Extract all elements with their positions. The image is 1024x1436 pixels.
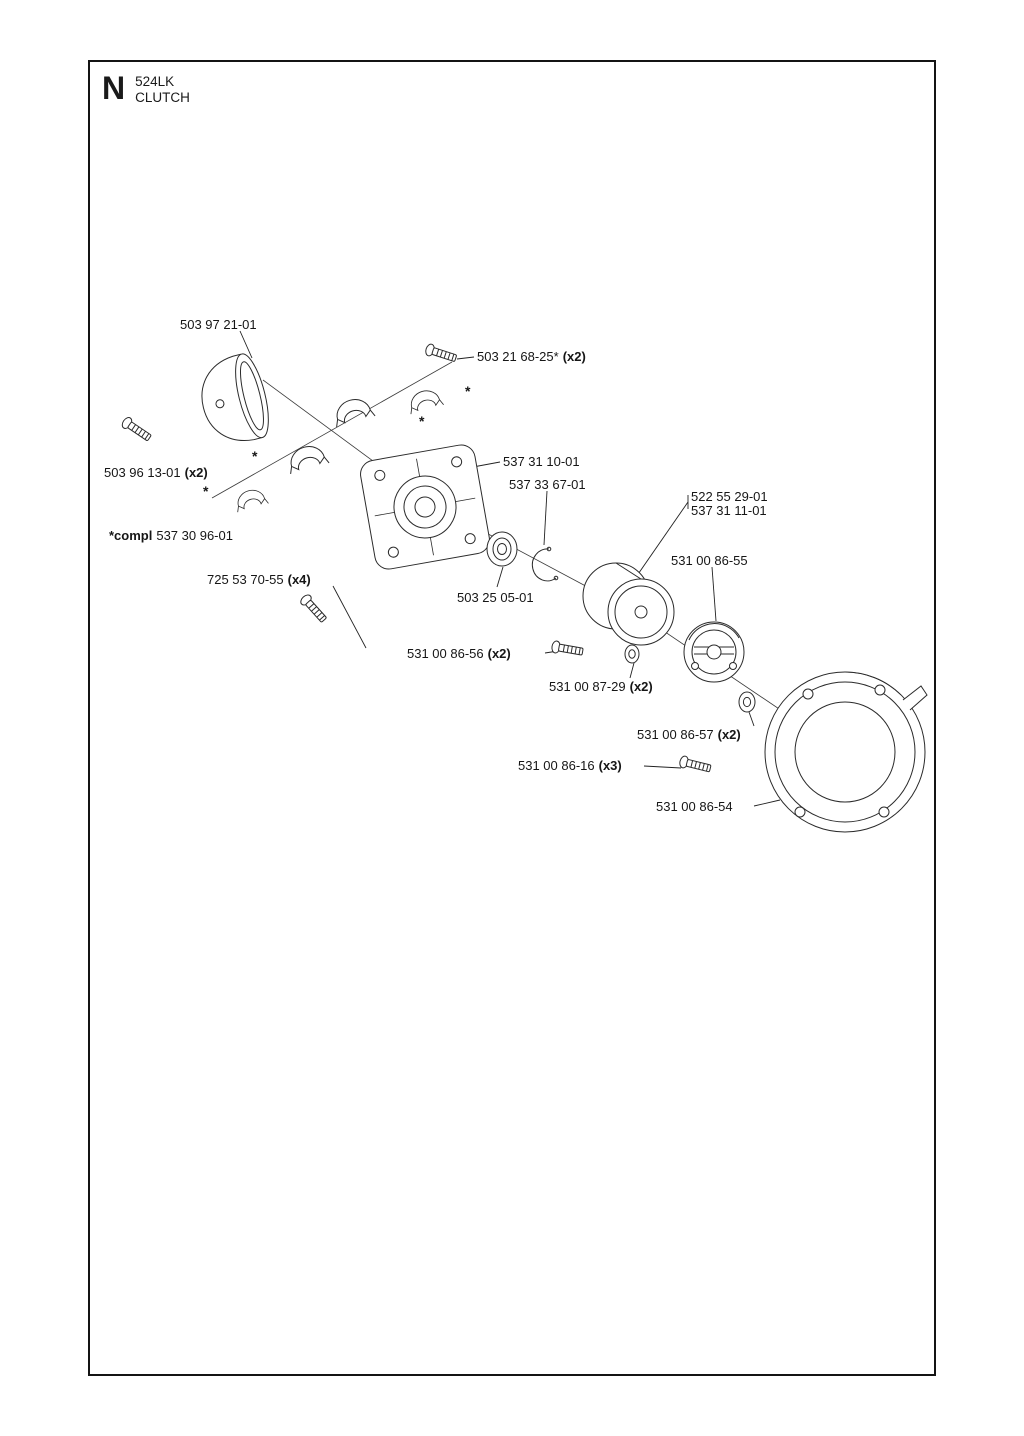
asterisk-marker: * — [252, 448, 258, 464]
clutch-housing-part — [764, 671, 928, 833]
clamp-half-3 — [284, 441, 330, 475]
asterisk-marker: * — [203, 483, 209, 499]
screw-725-53-70-55 — [298, 592, 330, 625]
part-label-503-96-13-01: 503 96 13-01(x2) — [104, 465, 208, 480]
clamp-half-1 — [330, 394, 376, 428]
header: N 524LK CLUTCH — [102, 72, 190, 106]
screw-531-00-86-56 — [550, 639, 585, 659]
part-label-531-00-87-29: 531 00 87-29(x2) — [549, 679, 653, 694]
part-label-531-00-86-56: 531 00 86-56(x2) — [407, 646, 511, 661]
part-label-725-53-70-55: 725 53 70-55(x4) — [207, 572, 311, 587]
part-label-537-31-10-01: 537 31 10-01 — [503, 454, 580, 469]
clamp-half-4 — [232, 486, 269, 513]
axis-lines — [211, 361, 829, 743]
part-label-503-97-21-01: 503 97 21-01 — [180, 317, 257, 332]
washer-531-00-87-29 — [624, 644, 640, 664]
part-label-522-55-29-01: 522 55 29-01 — [691, 489, 768, 504]
circlip-part — [531, 546, 559, 582]
clutch-cover-part — [201, 353, 269, 441]
page-title: CLUTCH — [135, 90, 190, 105]
part-label-503-25-05-01: 503 25 05-01 — [457, 590, 534, 605]
screw-503-96-13-01 — [119, 415, 154, 444]
header-text: 524LK CLUTCH — [135, 72, 190, 106]
screw-531-00-86-16 — [678, 754, 713, 775]
part-label-531-00-86-54: 531 00 86-54 — [656, 799, 733, 814]
washer-531-00-86-57 — [738, 691, 756, 713]
clamp-half-2 — [405, 386, 445, 415]
leader-lines — [239, 330, 781, 807]
part-label-531-00-86-55: 531 00 86-55 — [671, 553, 748, 568]
part-label-531-00-86-57: 531 00 86-57(x2) — [637, 727, 741, 742]
page-border — [88, 60, 936, 1376]
clutch-drum-part — [582, 562, 675, 646]
clutch-shoes-part — [683, 621, 745, 683]
model-number: 524LK — [135, 74, 175, 89]
bearing-part — [486, 531, 518, 567]
part-label-537-31-11-01: 537 31 11-01 — [691, 503, 767, 518]
asterisk-marker: * — [465, 383, 471, 399]
part-label-503-21-68-25: 503 21 68-25*(x2) — [477, 349, 586, 364]
gearbox-housing-part — [360, 444, 490, 570]
part-label-531-00-86-16: 531 00 86-16(x3) — [518, 758, 622, 773]
asterisk-marker: * — [419, 413, 425, 429]
screw-503-21-68-25 — [423, 342, 459, 365]
section-letter: N — [102, 70, 126, 106]
part-label-537-33-67-01: 537 33 67-01 — [509, 477, 586, 492]
